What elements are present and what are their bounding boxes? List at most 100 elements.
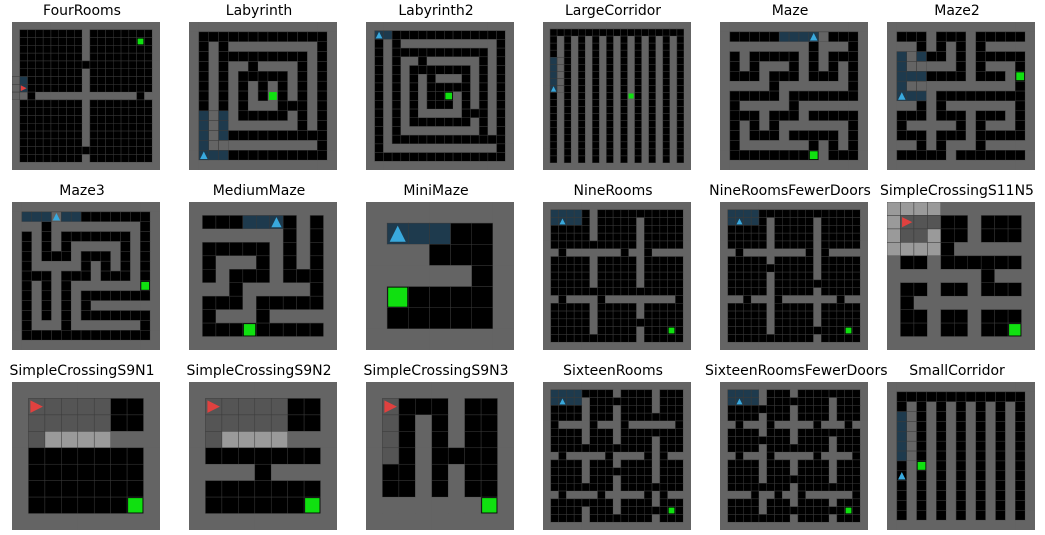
floor-cell <box>564 142 571 149</box>
floor-cell <box>488 135 497 144</box>
wall-cell <box>656 100 663 107</box>
wall-cell <box>324 337 337 350</box>
floor-cell <box>216 215 229 228</box>
wall-cell <box>670 121 677 128</box>
wall-cell <box>366 31 375 40</box>
wall-cell <box>324 202 337 215</box>
wall-cell <box>1025 382 1035 392</box>
wall-cell <box>1022 283 1035 296</box>
wall-cell <box>675 452 683 460</box>
wall-cell <box>790 468 798 476</box>
floor-cell <box>137 77 145 85</box>
floor-cell <box>51 38 59 46</box>
floor-cell <box>751 218 759 226</box>
floor-cell <box>472 265 493 286</box>
floor-cell <box>956 421 966 431</box>
wall-cell <box>582 522 590 530</box>
wall-cell <box>720 42 730 52</box>
floor-cell <box>559 257 567 265</box>
wall-cell <box>636 295 644 303</box>
floor-cell <box>809 42 819 52</box>
floor-cell <box>917 451 927 461</box>
goal-tile <box>305 498 319 512</box>
wall-cell <box>129 92 137 100</box>
floor-cell <box>105 61 113 69</box>
wall-cell <box>42 320 52 330</box>
wall-cell <box>684 85 691 92</box>
wall-cell <box>543 303 551 311</box>
wall-cell <box>926 500 936 510</box>
floor-cell <box>956 150 966 160</box>
floor-cell <box>243 215 256 228</box>
floor-cell <box>436 153 445 162</box>
floor-cell <box>238 111 248 121</box>
floor-cell <box>592 29 599 36</box>
wall-cell <box>462 22 471 31</box>
wall-cell <box>270 256 283 269</box>
floor-cell <box>298 32 308 42</box>
floor-cell <box>111 415 127 431</box>
wall-cell <box>71 251 81 261</box>
wall-cell <box>324 323 337 336</box>
floor-cell <box>42 330 52 340</box>
wall-cell <box>684 149 691 156</box>
floor-cell <box>278 71 288 81</box>
wall-cell <box>683 452 691 460</box>
floor-cell <box>410 83 419 92</box>
floor-cell <box>74 45 82 53</box>
floor-cell <box>248 150 258 160</box>
floor-cell <box>782 264 790 272</box>
wall-cell <box>936 22 946 32</box>
floor-cell <box>199 61 209 71</box>
floor-cell <box>996 111 1006 121</box>
wall-cell <box>130 281 140 291</box>
wall-cell <box>366 202 387 223</box>
wall-cell <box>209 131 219 141</box>
wall-cell <box>900 269 913 282</box>
floor-cell <box>288 131 298 141</box>
floor-cell <box>462 100 471 109</box>
floor-cell <box>258 81 268 91</box>
floor-cell <box>298 52 308 62</box>
wall-cell <box>782 249 790 257</box>
wall-cell <box>1025 121 1035 131</box>
wall-cell <box>571 78 578 85</box>
wall-cell <box>1025 412 1035 422</box>
floor-cell <box>497 74 506 83</box>
floor-cell <box>20 154 28 162</box>
wall-cell <box>821 522 829 530</box>
floor-cell <box>574 398 582 406</box>
wall-cell <box>321 481 337 497</box>
wall-cell <box>887 121 897 131</box>
wall-cell <box>759 160 769 170</box>
wall-cell <box>966 421 976 431</box>
floor-cell <box>736 264 744 272</box>
wall-cell <box>189 202 202 215</box>
wall-cell <box>829 499 837 507</box>
floor-cell <box>582 319 590 327</box>
floor-cell <box>775 311 783 319</box>
wall-cell <box>684 163 691 170</box>
wall-cell <box>670 135 677 142</box>
floor-cell <box>644 210 652 218</box>
floor-cell <box>845 311 853 319</box>
wall-cell <box>605 202 613 210</box>
wall-cell <box>790 421 798 429</box>
floor-cell <box>621 398 629 406</box>
floor-cell <box>113 154 121 162</box>
goal-tile <box>810 151 818 159</box>
floor-cell <box>590 334 598 342</box>
wall-cell <box>32 311 42 321</box>
floor-cell <box>798 491 806 499</box>
wall-cell <box>819 140 829 150</box>
floor-cell <box>28 415 44 431</box>
floor-cell <box>798 241 806 249</box>
floor-cell <box>410 31 419 40</box>
floor-cell <box>209 32 219 42</box>
floor-cell <box>750 121 760 131</box>
floor-cell <box>566 514 574 522</box>
floor-cell <box>43 61 51 69</box>
wall-cell <box>238 160 248 170</box>
floor-cell <box>105 77 113 85</box>
floor-cell <box>976 71 986 81</box>
